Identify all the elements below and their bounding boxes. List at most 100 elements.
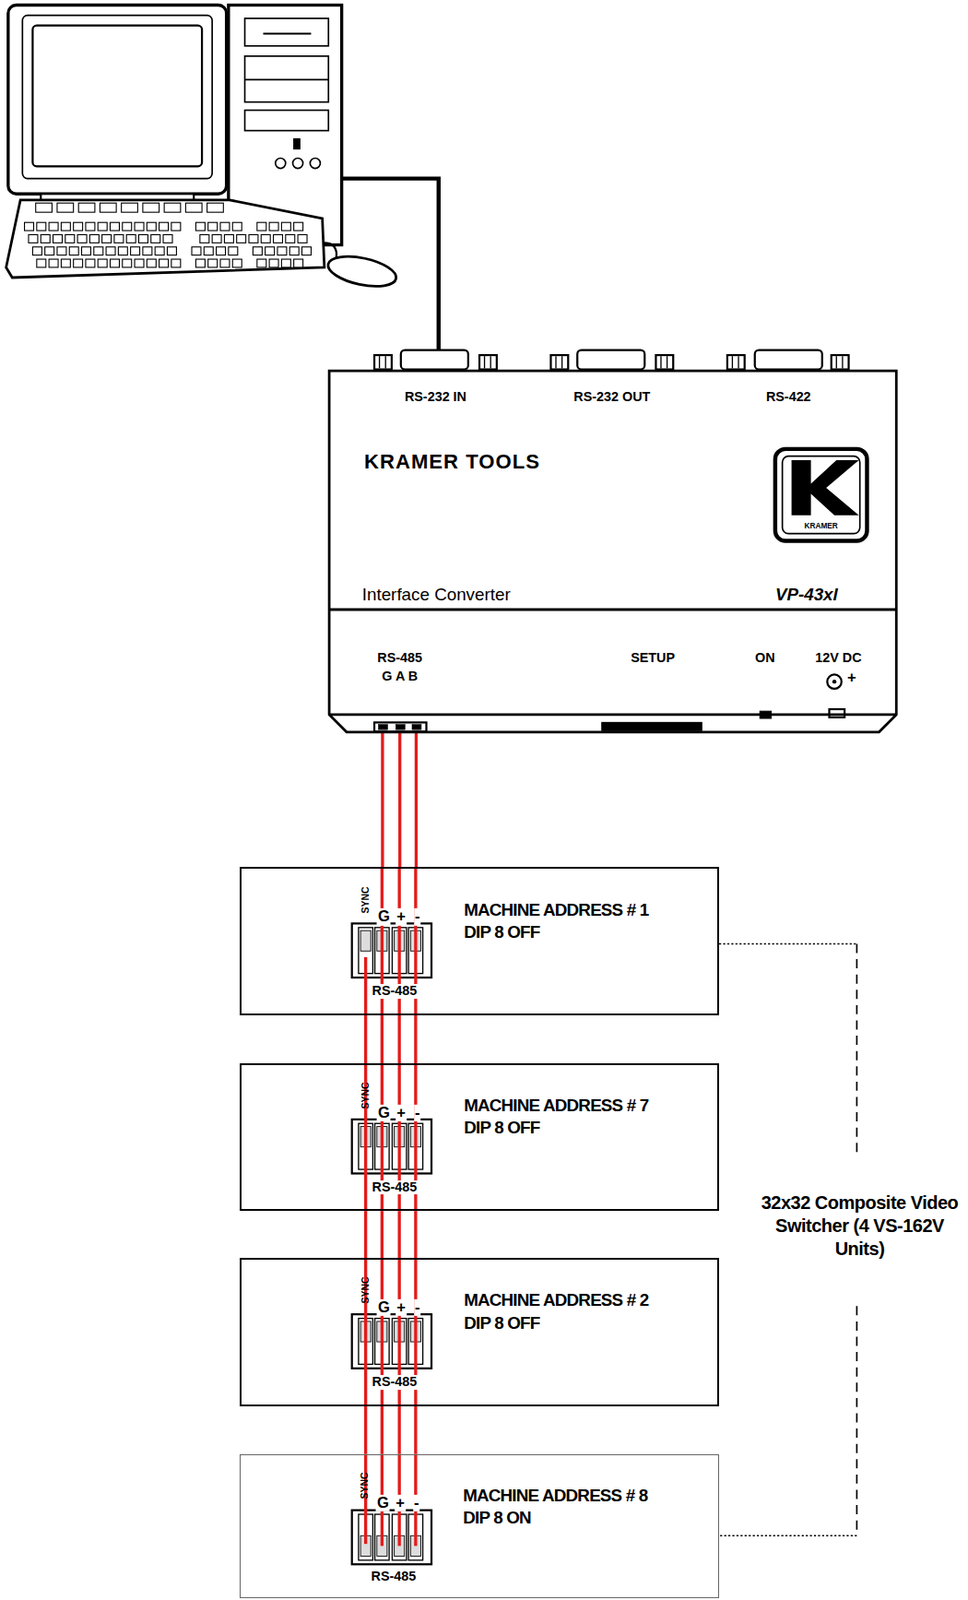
- function-key: [207, 202, 225, 213]
- drawing-part: [412, 724, 422, 731]
- product-type: Interface Converter: [362, 585, 511, 605]
- drawing-part: [374, 354, 392, 369]
- key: [65, 234, 75, 243]
- pin-name: +: [395, 1104, 407, 1122]
- key: [146, 222, 156, 231]
- key: [114, 234, 124, 243]
- converter-box: RS-232 INRS-232 OUTRS-422KRAMER TOOLSKRA…: [328, 369, 898, 733]
- port-label: RS-485: [370, 1570, 418, 1585]
- key: [257, 259, 267, 268]
- port-label: RS-232 IN: [404, 390, 467, 406]
- key: [94, 247, 104, 256]
- key: [106, 247, 116, 256]
- key: [294, 222, 304, 231]
- drawing-part: [294, 138, 301, 149]
- key: [159, 222, 169, 231]
- drawing-part: [719, 1534, 857, 1536]
- pin-name: +: [395, 1298, 407, 1316]
- key: [208, 259, 218, 268]
- brand-name: KRAMER TOOLS: [364, 450, 541, 473]
- drawing-part: [6, 200, 325, 278]
- key: [28, 234, 38, 243]
- drawing-part: [856, 1305, 859, 1535]
- drawing-part: [395, 724, 405, 731]
- drawing-part: [731, 355, 733, 368]
- switcher-unit-box: SYNCG+-RS-485MACHINE ADDRESS # 1DIP 8 OF…: [239, 866, 720, 1015]
- kramer-logo: [775, 448, 868, 542]
- key: [232, 222, 242, 231]
- key: [236, 234, 247, 243]
- drawing-part: [737, 355, 739, 368]
- wire: [364, 956, 367, 1016]
- function-key: [142, 202, 160, 213]
- key: [146, 259, 156, 268]
- key: [77, 234, 87, 243]
- drawing-part: [479, 354, 497, 369]
- computer: [6, 5, 400, 293]
- key: [285, 234, 296, 243]
- drawing-part: [836, 355, 838, 368]
- pin-name: -: [413, 1298, 422, 1316]
- drawing-part: [490, 355, 492, 368]
- key: [224, 234, 234, 243]
- drawing-part: [782, 456, 861, 534]
- pin-name: +: [395, 908, 407, 925]
- key: [82, 247, 92, 256]
- key: [40, 234, 50, 243]
- drawing-part: [309, 158, 320, 169]
- drawing-part: [791, 460, 860, 516]
- key: [36, 259, 47, 268]
- pin-name: -: [413, 1104, 422, 1122]
- machine-address: MACHINE ADDRESS # 2: [463, 1290, 649, 1311]
- pin-name: SYNC: [360, 885, 372, 913]
- key: [60, 259, 71, 268]
- drawing-part: [379, 355, 843, 368]
- port-label: RS-485: [377, 650, 423, 666]
- key: [191, 247, 201, 256]
- drawing-part: [577, 350, 645, 370]
- drawing-part: [484, 355, 485, 368]
- group-label: 32x32 Composite Video Switcher (4 VS-162…: [760, 1191, 959, 1261]
- key: [122, 222, 132, 231]
- drawing-part: [325, 250, 400, 292]
- drawing-part: [666, 355, 668, 368]
- drawing-part: [554, 355, 556, 368]
- key: [138, 234, 148, 243]
- drawing-part: [374, 721, 426, 732]
- pin-name: G: [376, 1494, 390, 1512]
- rs485-wire: [382, 731, 417, 867]
- dip-setting: DIP 8 ON: [462, 1508, 532, 1528]
- key: [273, 234, 284, 243]
- drawing-part: [719, 943, 857, 945]
- key: [53, 234, 63, 243]
- drawing-part: [245, 110, 330, 131]
- function-key: [99, 202, 117, 213]
- key: [48, 222, 59, 231]
- key: [257, 222, 267, 231]
- machine-address: MACHINE ADDRESS # 8: [462, 1486, 648, 1506]
- dip-setting: DIP 8 OFF: [463, 922, 540, 943]
- key: [159, 259, 169, 268]
- key: [195, 259, 205, 268]
- key: [220, 222, 230, 231]
- key: [134, 259, 144, 268]
- key: [85, 222, 95, 231]
- port-label: RS-485: [371, 1180, 419, 1195]
- key: [277, 247, 287, 256]
- drawing-part: [550, 354, 568, 369]
- drawing-part: [32, 25, 202, 167]
- internal-wires: [365, 867, 416, 1547]
- function-key: [35, 202, 53, 213]
- drawing-part: [22, 15, 213, 179]
- housing: [329, 370, 897, 732]
- logo-text: KRAMER: [803, 521, 838, 531]
- key: [265, 247, 275, 256]
- key: [36, 222, 47, 231]
- polarity-mark: +: [847, 669, 857, 686]
- rs485-wire: [365, 1405, 416, 1454]
- key: [32, 247, 42, 256]
- key: [195, 222, 205, 231]
- dip-block: [352, 1313, 432, 1369]
- rs485-wire: [365, 1015, 416, 1063]
- drawing-part: [378, 355, 380, 368]
